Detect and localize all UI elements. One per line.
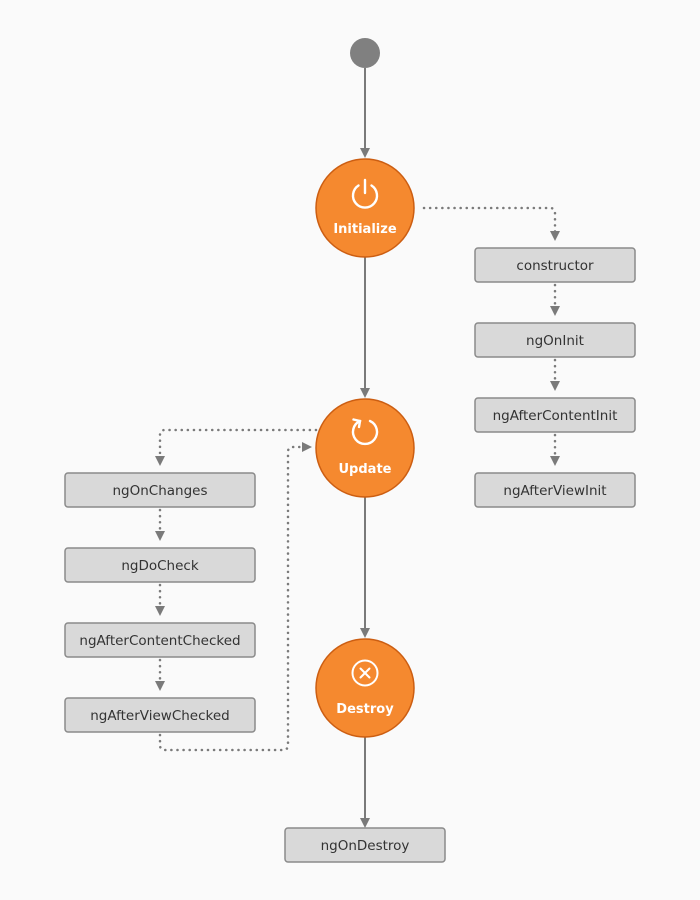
hook-constructor-label: constructor [516, 258, 594, 274]
hook-connectors [155, 206, 560, 752]
hook-ngonchanges: ngOnChanges [64, 472, 256, 508]
power-icon [351, 178, 379, 209]
connector-update-to-ngonchanges [155, 428, 318, 466]
hook-ngdocheck: ngDoCheck [64, 547, 256, 583]
hook-ngafterviewinit-label: ngAfterViewInit [503, 483, 606, 499]
stage-destroy: Destroy [315, 638, 415, 738]
stage-update: Update [315, 398, 415, 498]
refresh-icon [351, 418, 379, 446]
stage-update-label: Update [339, 462, 392, 477]
stage-update-circle [315, 398, 415, 498]
hook-ngaftercontentchecked: ngAfterContentChecked [64, 622, 256, 658]
stage-destroy-circle [315, 638, 415, 738]
connector-ngafterviewchecked-loop-to-update [158, 442, 312, 752]
hook-ngafterviewchecked: ngAfterViewChecked [64, 697, 256, 733]
start-node [350, 38, 380, 68]
hook-ngonchanges-label: ngOnChanges [112, 483, 207, 499]
hook-ngafterviewinit: ngAfterViewInit [474, 472, 636, 508]
hook-ngaftercontentchecked-label: ngAfterContentChecked [79, 633, 240, 649]
close-circle-icon [351, 659, 379, 687]
hook-ngoninit-label: ngOnInit [526, 333, 584, 349]
hook-ngondestroy: ngOnDestroy [284, 827, 446, 863]
hook-constructor: constructor [474, 247, 636, 283]
stage-initialize-label: Initialize [333, 222, 396, 237]
hook-ngoninit: ngOnInit [474, 322, 636, 358]
hook-ngdocheck-label: ngDoCheck [121, 558, 198, 574]
hook-ngondestroy-label: ngOnDestroy [321, 838, 410, 854]
stage-initialize: Initialize [315, 158, 415, 258]
hook-ngaftercontentinit-label: ngAfterContentInit [493, 408, 618, 424]
hook-ngafterviewchecked-label: ngAfterViewChecked [90, 708, 230, 724]
connector-initialize-to-constructor [422, 206, 560, 241]
hook-ngaftercontentinit: ngAfterContentInit [474, 397, 636, 433]
stage-destroy-label: Destroy [336, 702, 394, 717]
